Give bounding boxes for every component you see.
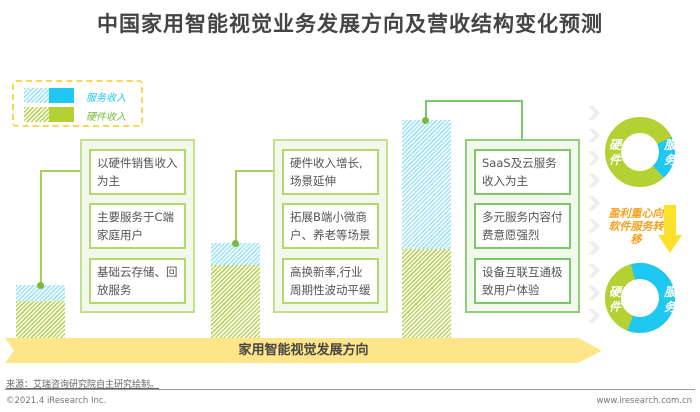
stage-point: 高换新率,行业周期性波动平缓 bbox=[282, 258, 379, 304]
stage-point: SaaS及云服务收入为主 bbox=[474, 149, 571, 195]
bar-1-hardware bbox=[16, 301, 65, 338]
chevron-icon bbox=[588, 263, 600, 278]
legend: 服务收入 硬件收入 bbox=[12, 80, 143, 127]
chevron-icon bbox=[588, 173, 600, 188]
bar-3-hardware bbox=[402, 249, 451, 338]
connector-1 bbox=[40, 170, 81, 172]
connector-3 bbox=[521, 100, 523, 140]
direction-banner: 家用智能视觉发展方向 bbox=[5, 338, 602, 363]
chevron-icon bbox=[588, 218, 600, 233]
stage-point: 硬件收入增长,场景延伸 bbox=[282, 149, 379, 195]
bar-2-service bbox=[211, 243, 260, 265]
donut-before-hardware-label: 硬件 bbox=[609, 138, 622, 167]
chevron-icon bbox=[588, 106, 600, 120]
stage-panel-2: 硬件收入增长,场景延伸 拓展B端小微商户、养老等场景 高换新率,行业周期性波动平… bbox=[273, 139, 388, 313]
connector-1 bbox=[40, 170, 42, 286]
stage-point: 基础云存储、回放服务 bbox=[89, 258, 186, 304]
legend-swatch-hardware bbox=[24, 107, 74, 122]
donut-after-hardware-label: 硬件 bbox=[609, 285, 622, 314]
donut-before bbox=[605, 117, 675, 187]
stage-panel-3: SaaS及云服务收入为主 多元服务内容付费意愿强烈 设备互联互通极致用户体验 bbox=[465, 139, 580, 313]
legend-label-service: 服务收入 bbox=[86, 93, 126, 104]
chevron-icon bbox=[588, 308, 600, 323]
stage-point: 以硬件销售收入为主 bbox=[89, 149, 186, 195]
chevron-icon bbox=[588, 128, 600, 143]
stage-point: 设备互联互通极致用户体验 bbox=[474, 258, 571, 304]
legend-swatch-service bbox=[24, 88, 74, 103]
donut-after-service-label: 服务 bbox=[664, 285, 677, 314]
stage-point: 主要服务于C端家庭用户 bbox=[89, 203, 186, 249]
connector-3 bbox=[425, 100, 523, 102]
legend-label-hardware: 硬件收入 bbox=[86, 112, 126, 123]
donut-before-service-label: 服务 bbox=[664, 138, 677, 167]
bar-3-service bbox=[402, 120, 451, 249]
connector-dot-2 bbox=[232, 240, 239, 247]
shift-text: 盈利重心向软件服务转移 bbox=[608, 207, 664, 246]
chevron-icon bbox=[588, 286, 600, 300]
chevron-icon bbox=[588, 196, 600, 210]
donut-after bbox=[605, 263, 675, 333]
connector-3 bbox=[425, 100, 427, 121]
connector-2 bbox=[235, 170, 274, 172]
bar-2-hardware bbox=[211, 265, 260, 338]
copyright: ©2021.4 iResearch Inc. bbox=[6, 396, 107, 406]
connector-dot-1 bbox=[37, 282, 44, 289]
connector-dot-3 bbox=[422, 117, 429, 124]
donut-after-service bbox=[605, 263, 675, 333]
source-note: 来源：艾瑞咨询研究院自主研究绘制。 bbox=[6, 380, 160, 390]
chevron-icon bbox=[588, 151, 600, 165]
stage-point: 拓展B端小微商户、养老等场景 bbox=[282, 203, 379, 249]
page-title: 中国家用智能视觉业务发展方向及营收结构变化预测 bbox=[97, 12, 603, 36]
stage-point: 多元服务内容付费意愿强烈 bbox=[474, 203, 571, 249]
footer-divider bbox=[5, 389, 695, 390]
stage-panel-1: 以硬件销售收入为主 主要服务于C端家庭用户 基础云存储、回放服务 bbox=[80, 139, 195, 313]
connector-2 bbox=[235, 170, 237, 244]
website: www.iresearch.com.cn bbox=[596, 396, 692, 406]
bar-1-service bbox=[16, 285, 65, 301]
chevron-icon bbox=[588, 241, 600, 255]
donut-before-service bbox=[605, 117, 675, 187]
arrow-down-icon bbox=[658, 205, 682, 253]
